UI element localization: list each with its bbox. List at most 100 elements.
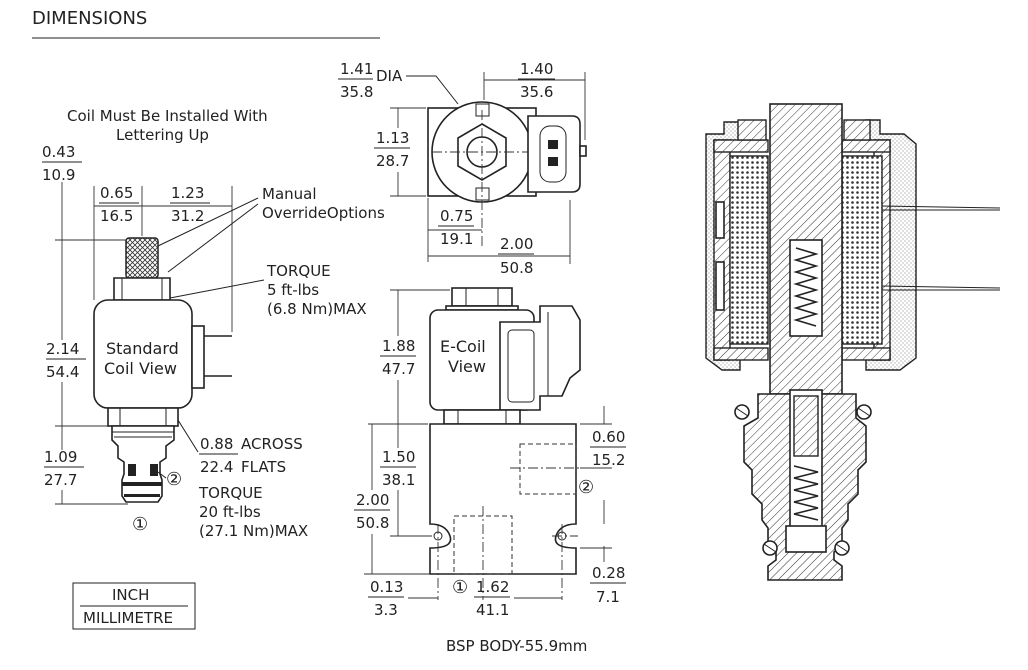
- width-inch: 1.40: [520, 60, 553, 78]
- valve-spring: [793, 465, 819, 521]
- section-top-nut-left: [737, 119, 767, 141]
- front-adapter-nut: [443, 409, 521, 425]
- winding-left: [729, 155, 769, 345]
- flats-word: FLATS: [241, 458, 286, 476]
- coil-frame-left: [713, 139, 731, 361]
- valve-poppet: [793, 395, 819, 457]
- length-inch: 2.00: [500, 235, 533, 253]
- manual-leader-2: [167, 203, 259, 273]
- dim-214-inch: 2.14: [46, 340, 79, 358]
- screw-bottom-left-slot: [763, 543, 777, 553]
- e-coil-label-line1: E-Coil: [440, 337, 486, 356]
- coil-slot-1: [715, 201, 725, 239]
- coil-label-line2: Coil View: [104, 359, 177, 378]
- e-coil-connector-inner: [507, 329, 535, 403]
- lead-wire-2b: [881, 285, 1001, 289]
- dia-word: DIA: [376, 67, 403, 85]
- left-port-2-leader: [157, 471, 167, 479]
- dim-028-inch: 0.28: [592, 564, 625, 582]
- torque-20-line2: 20 ft-lbs: [199, 503, 261, 521]
- lead-wire-1b: [881, 205, 1001, 209]
- top-connector-pin-1: [548, 140, 558, 149]
- legend-box: [72, 582, 196, 630]
- dim-088-mm: 22.4: [200, 458, 233, 476]
- dim-060-inch: 0.60: [592, 428, 625, 446]
- manual-override-knob: [125, 237, 159, 279]
- dim-013-mm: 3.3: [374, 601, 398, 619]
- side-port-2: [519, 443, 577, 495]
- hex-flats: [107, 407, 179, 427]
- height-inch: 1.13: [376, 129, 409, 147]
- front-port-2: ②: [578, 477, 594, 498]
- install-note-line1: Coil Must Be Installed With: [67, 107, 268, 125]
- plunger-spring: [793, 247, 819, 327]
- winding-right: [841, 155, 883, 345]
- across-word: ACROSS: [241, 435, 303, 453]
- torque-20-line3: (27.1 Nm)MAX: [199, 522, 308, 540]
- length-mm: 50.8: [500, 259, 533, 277]
- dim-043-mm: 10.9: [42, 166, 75, 184]
- cartridge-oring: [122, 482, 162, 486]
- width-mm: 35.6: [520, 83, 553, 101]
- coil-frame-bot-left: [713, 347, 769, 361]
- manual-leader-1: [157, 197, 259, 247]
- dim-123-inch: 1.23: [171, 184, 204, 202]
- page-title: DIMENSIONS: [32, 8, 147, 29]
- top-tab-upper: [475, 103, 490, 117]
- offset-mm: 19.1: [440, 230, 473, 248]
- coil-slot-2: [715, 261, 725, 311]
- torque-5-line3: (6.8 Nm)MAX: [267, 300, 367, 318]
- section-top-nut-right: [843, 119, 871, 141]
- top-connector-pin-2: [548, 157, 558, 166]
- dia-leader: [406, 75, 459, 105]
- top-view: 1.41 35.8 DIA 1.40 35.6 1.13 28.7: [338, 60, 587, 277]
- torque-5-line1: TORQUE: [266, 262, 331, 280]
- manual-override-line1: Manual: [262, 185, 317, 203]
- front-view: E-Coil View ② 1.88 47.7 1.50: [354, 287, 626, 655]
- screw-right-slot: [857, 407, 871, 417]
- torque-20-line1: TORQUE: [198, 484, 263, 502]
- dim-065-inch: 0.65: [100, 184, 133, 202]
- dim-060-mm: 15.2: [592, 451, 625, 469]
- install-note-line2: Lettering Up: [116, 126, 209, 144]
- dim-109-mm: 27.7: [44, 471, 77, 489]
- dim-088-inch: 0.88: [200, 435, 233, 453]
- height-mm: 28.7: [376, 152, 409, 170]
- left-view: Coil Must Be Installed With Lettering Up…: [42, 107, 385, 540]
- top-connector: [527, 115, 581, 193]
- front-port-1: ①: [452, 577, 468, 598]
- cartridge-port-window-1: [128, 464, 136, 476]
- valve-seat: [785, 525, 827, 553]
- legend-inch: INCH: [112, 586, 149, 604]
- dia-inch: 1.41: [340, 60, 373, 78]
- dim-109-inch: 1.09: [44, 448, 77, 466]
- bsp-body-caption: BSP BODY-55.9mm: [446, 637, 587, 655]
- left-port-1: ①: [132, 514, 148, 535]
- coil-frame-top-left: [713, 139, 769, 153]
- dia-mm: 35.8: [340, 83, 373, 101]
- cartridge-tip-oring: [124, 494, 160, 497]
- manifold-body: [429, 423, 577, 575]
- dim-188-inch: 1.88: [382, 337, 415, 355]
- dim-028-mm: 7.1: [596, 588, 620, 606]
- front-top-nut: [451, 287, 513, 307]
- top-connector-inner: [539, 125, 567, 183]
- dim-123-mm: 31.2: [171, 207, 204, 225]
- dim-214-mm: 54.4: [46, 363, 79, 381]
- units-legend: INCH MILLIMETRE: [72, 582, 196, 630]
- coil-terminal-housing: [191, 325, 205, 389]
- dim-150-inch: 1.50: [382, 448, 415, 466]
- coil-label-line1: Standard: [106, 339, 179, 358]
- dim-043-inch: 0.43: [42, 143, 75, 161]
- section-view: [705, 103, 1001, 581]
- dim-150-mm: 38.1: [382, 471, 415, 489]
- dim-162-mm: 41.1: [476, 601, 509, 619]
- left-port-2: ②: [166, 469, 182, 490]
- top-tab-lower: [475, 187, 490, 201]
- torque-5-leader: [169, 279, 265, 299]
- dim-013-inch: 0.13: [370, 578, 403, 596]
- dim-188-mm: 47.7: [382, 360, 415, 378]
- dim-065-mm: 16.5: [100, 207, 133, 225]
- offset-inch: 0.75: [440, 207, 473, 225]
